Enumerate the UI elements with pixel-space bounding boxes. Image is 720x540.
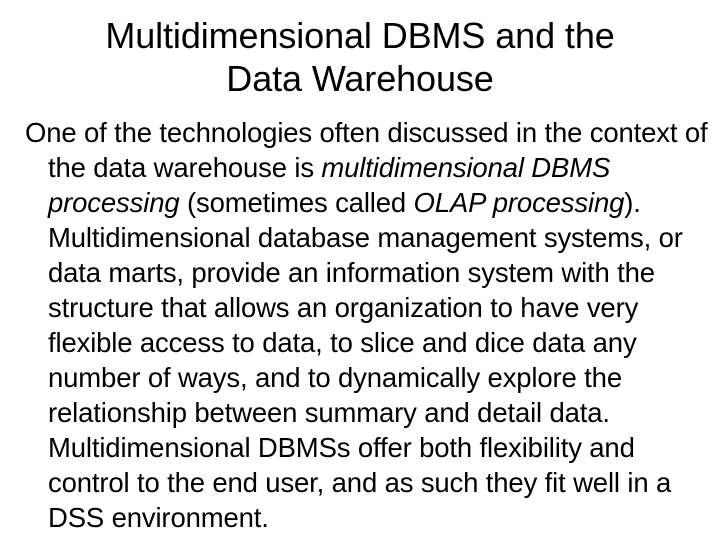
body-text-run-1: multidimensional DBMS processing [48,152,611,218]
body-text-run-4: ). Multidimensional database management … [48,187,683,533]
body-text-run-3: OLAP processing [413,187,625,218]
body-text-run-2: (sometimes called [179,187,414,218]
slide-body-paragraph: One of the technologies often discussed … [25,115,720,535]
page-title: Multidimensional DBMS and the Data Wareh… [105,15,615,99]
body-text-run-0: One of the technologies often discussed … [25,117,708,183]
